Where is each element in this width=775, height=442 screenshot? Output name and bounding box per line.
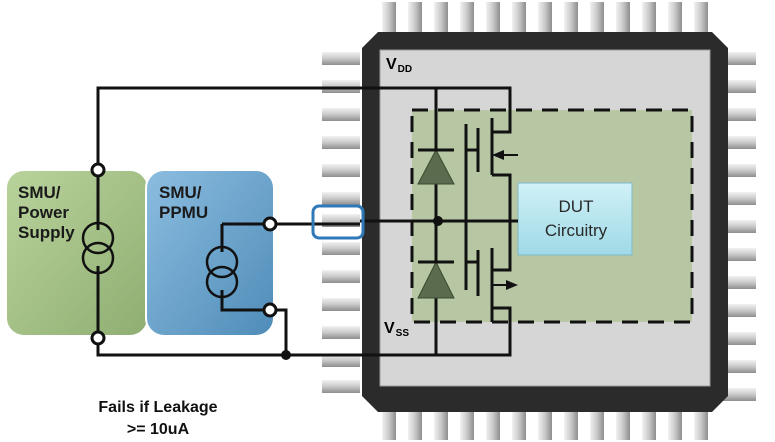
lower-diode-icon — [417, 260, 455, 299]
io-pin-highlight — [311, 204, 365, 240]
smu-ppmu-line2: PPMU — [159, 203, 209, 222]
vdd-sub: DD — [397, 64, 413, 75]
smu-power-line3: Supply — [18, 223, 75, 242]
vss-main: V — [384, 320, 395, 337]
ppmu-current-source-icon — [205, 245, 239, 299]
vdd-main: V — [386, 56, 397, 73]
chip-pins-bottom — [382, 410, 708, 440]
terminals — [90, 162, 278, 346]
smu-power-label: SMU/ Power Supply — [18, 183, 75, 243]
dut-label: DUT Circuitry — [520, 183, 632, 255]
vdd-label: VDD — [386, 56, 412, 75]
caption-line1: Fails if Leakage — [98, 399, 218, 416]
upper-diode-icon — [417, 148, 455, 185]
dut-line2: Circuitry — [544, 221, 608, 240]
smu-power-line2: Power — [18, 203, 70, 222]
smu-ppmu-line1: SMU/ — [159, 183, 202, 202]
chip-pins-top — [382, 2, 708, 32]
smu-ppmu-label: SMU/ PPMU — [159, 183, 208, 223]
pmos-arrow-icon — [492, 150, 504, 160]
nmos-arrow-icon — [506, 280, 518, 290]
io-junction-dot — [433, 216, 443, 226]
power-current-source-icon — [81, 221, 115, 275]
leakage-caption: Fails if Leakage >= 10uA — [60, 397, 256, 441]
vss-sub: SS — [395, 328, 410, 339]
vss-junction-dot — [281, 350, 291, 360]
vss-label: VSS — [384, 320, 409, 339]
dut-line1: DUT — [558, 197, 594, 216]
dut-box — [517, 182, 633, 256]
caption-line2: >= 10uA — [126, 421, 190, 438]
chip-pins-left — [322, 52, 360, 393]
smu-power-line1: SMU/ — [18, 183, 61, 202]
